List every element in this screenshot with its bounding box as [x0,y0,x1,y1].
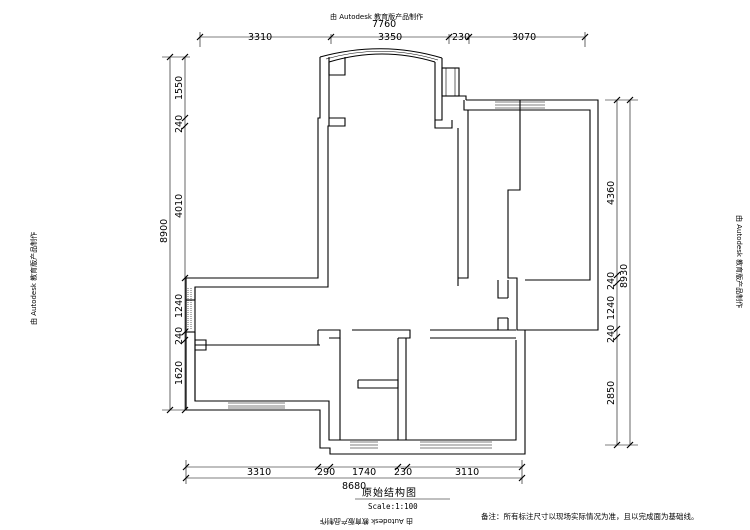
dim-right-3: 240 [606,325,617,343]
watermark-left: 由 Autodesk 教育版产品制作 [29,232,38,325]
dimension-bottom: 3310 290 1740 230 3110 8680 [182,460,526,492]
dim-left-3: 1240 [174,294,185,318]
drawing-note: 备注：所有标注尺寸以现场实际情况为准，且以完成面为基础线。 [481,511,699,521]
dim-left-1: 240 [174,115,185,133]
dim-right-1: 240 [606,272,617,290]
dimension-right: 4360 240 1240 240 2850 8930 [605,96,638,449]
dim-left-total: 8900 [159,219,170,243]
window-left-bottom [228,402,285,409]
dim-bottom-3: 230 [394,467,412,478]
watermark-bottom: 由 Autodesk 教育版产品制作 [320,517,413,526]
outer-walls [185,57,599,455]
dim-left-5: 1620 [174,361,185,385]
dimension-left: 8900 1550 240 4010 1240 240 1620 [159,53,190,414]
watermark-top: 由 Autodesk 教育版产品制作 [330,12,423,21]
dim-top-0: 3310 [248,32,272,43]
dim-right-2: 1240 [606,296,617,320]
dim-bottom-1: 290 [317,467,335,478]
window-bottom-right [420,441,492,449]
dim-top-total: 7760 [372,19,396,30]
drawing-scale: Scale:1:100 [368,502,418,511]
dim-left-0: 1550 [174,76,185,100]
dim-left-4: 240 [174,327,185,345]
dim-right-0: 4360 [606,181,617,205]
window-right-top [495,101,545,109]
dim-top-1: 3350 [378,32,402,43]
dim-bottom-4: 3110 [455,467,479,478]
drawing-title: 原始结构图 [362,486,417,499]
window-left-vertical [187,288,192,330]
dim-bottom-0: 3310 [247,467,271,478]
dim-right-total: 8930 [619,264,630,288]
dim-right-4: 2850 [606,381,617,405]
windows [187,101,545,449]
dim-left-2: 4010 [174,194,185,218]
window-bottom-center [350,441,378,449]
bay-window-top [319,48,467,121]
dim-top-2: 230 [452,32,470,43]
watermark-right: 由 Autodesk 教育版产品制作 [735,215,744,308]
interior-walls [317,99,598,440]
title-block: 原始结构图 Scale:1:100 备注：所有标注尺寸以现场实际情况为准，且以完… [355,486,699,521]
dim-top-3: 3070 [512,32,536,43]
dim-bottom-total: 8680 [342,481,366,492]
dimension-top: 7760 3310 3350 230 3070 [196,19,589,47]
dim-bottom-2: 1740 [352,467,376,478]
